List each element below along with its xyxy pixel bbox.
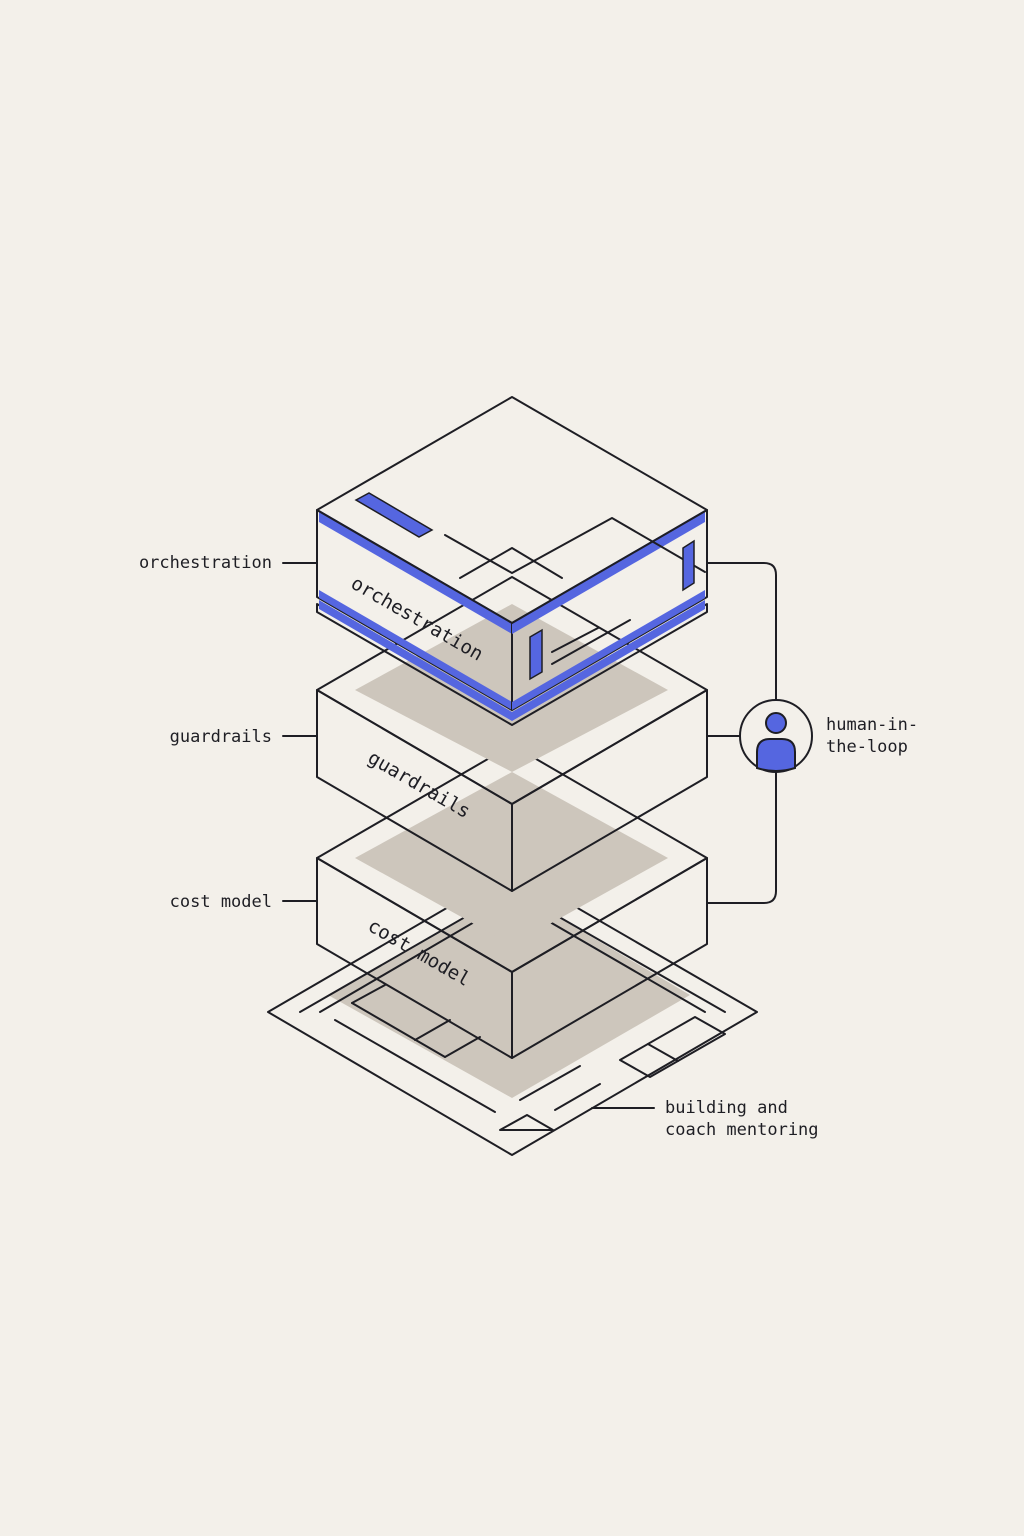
human-in-the-loop-node: [739, 699, 813, 773]
cost-model-side-label: cost model: [170, 892, 272, 912]
human-loop-label-line2: the-loop: [826, 737, 908, 757]
foundation-label-line2: coach mentoring: [665, 1120, 819, 1140]
person-icon: [756, 712, 796, 772]
guardrails-side-label: guardrails: [170, 727, 272, 747]
foundation-label-line1: building and: [665, 1098, 788, 1118]
guardrails-face-label: guardrails: [364, 747, 474, 823]
blueprint-sheet: [267, 869, 758, 1156]
human-loop-connector: [706, 562, 777, 904]
side-labels: orchestration guardrails cost model: [139, 553, 318, 912]
human-loop-label-line1: human-in-: [826, 715, 918, 735]
orchestration-side-label: orchestration: [139, 553, 272, 573]
orchestration-block: orchestration: [316, 396, 708, 726]
